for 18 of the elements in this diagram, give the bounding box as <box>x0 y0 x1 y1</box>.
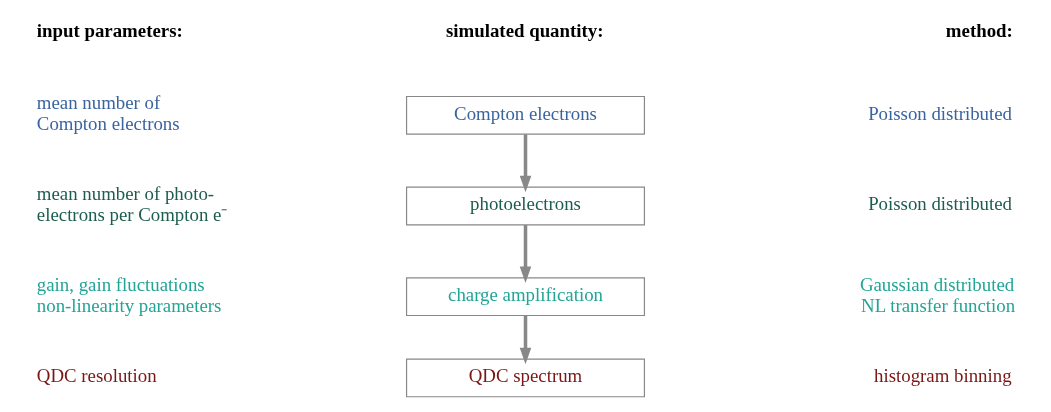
node-box: charge amplification <box>406 277 645 317</box>
node-box: Compton electrons <box>406 95 645 135</box>
node-box: photoelectrons <box>406 186 645 226</box>
label: simulated quantity: <box>446 20 604 42</box>
label: mean number of Compton electrons <box>36 92 180 135</box>
label: gain, gain fluctuations non-linearity parameters <box>36 273 222 316</box>
label: histogram binning <box>874 365 1012 387</box>
arrow <box>519 225 532 283</box>
label: Gaussian distributed NL transfer function <box>859 273 1016 316</box>
label: input parameters: <box>36 20 183 42</box>
label: mean number of photo- electrons per Compton e⁻ <box>36 182 228 226</box>
node-box: QDC spectrum <box>406 358 645 398</box>
arrow <box>519 315 532 365</box>
label: Poisson distributed <box>868 102 1012 124</box>
label: method: <box>945 20 1013 42</box>
label: Poisson distributed <box>868 193 1012 215</box>
arrow <box>519 134 532 193</box>
label: QDC resolution <box>36 365 157 387</box>
